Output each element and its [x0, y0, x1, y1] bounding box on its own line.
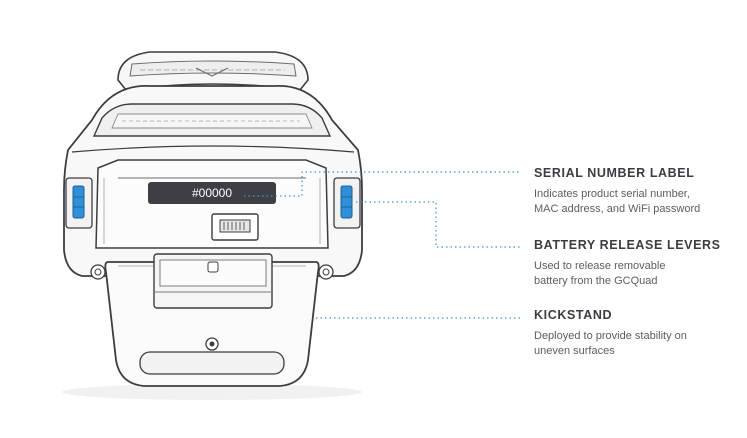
right-battery-release-lever: [340, 185, 353, 219]
callout-description: Indicates product serial number,MAC addr…: [534, 188, 701, 215]
kickstand-grip: [139, 351, 285, 375]
top-handle-inner: [129, 60, 297, 77]
callout-serial-number-label: SERIAL NUMBER LABEL Indicates product se…: [534, 166, 739, 216]
callout-battery-release-levers: BATTERY RELEASE LEVERS Used to release r…: [534, 238, 739, 288]
callout-title: BATTERY RELEASE LEVERS: [534, 238, 721, 252]
callout-title: SERIAL NUMBER LABEL: [534, 166, 695, 180]
left-foot: [90, 264, 106, 280]
ground-shadow: [62, 384, 362, 400]
callout-kickstand: KICKSTAND Deployed to provide stability …: [534, 308, 739, 358]
battery-leader-line: [356, 201, 520, 248]
serial-number-label: [148, 182, 276, 204]
left-battery-release-lever: [72, 185, 85, 219]
leader-lines: [244, 171, 520, 319]
serial-number-text: #00000: [192, 186, 232, 200]
callout-title: KICKSTAND: [534, 308, 613, 322]
right-foot: [318, 264, 334, 280]
